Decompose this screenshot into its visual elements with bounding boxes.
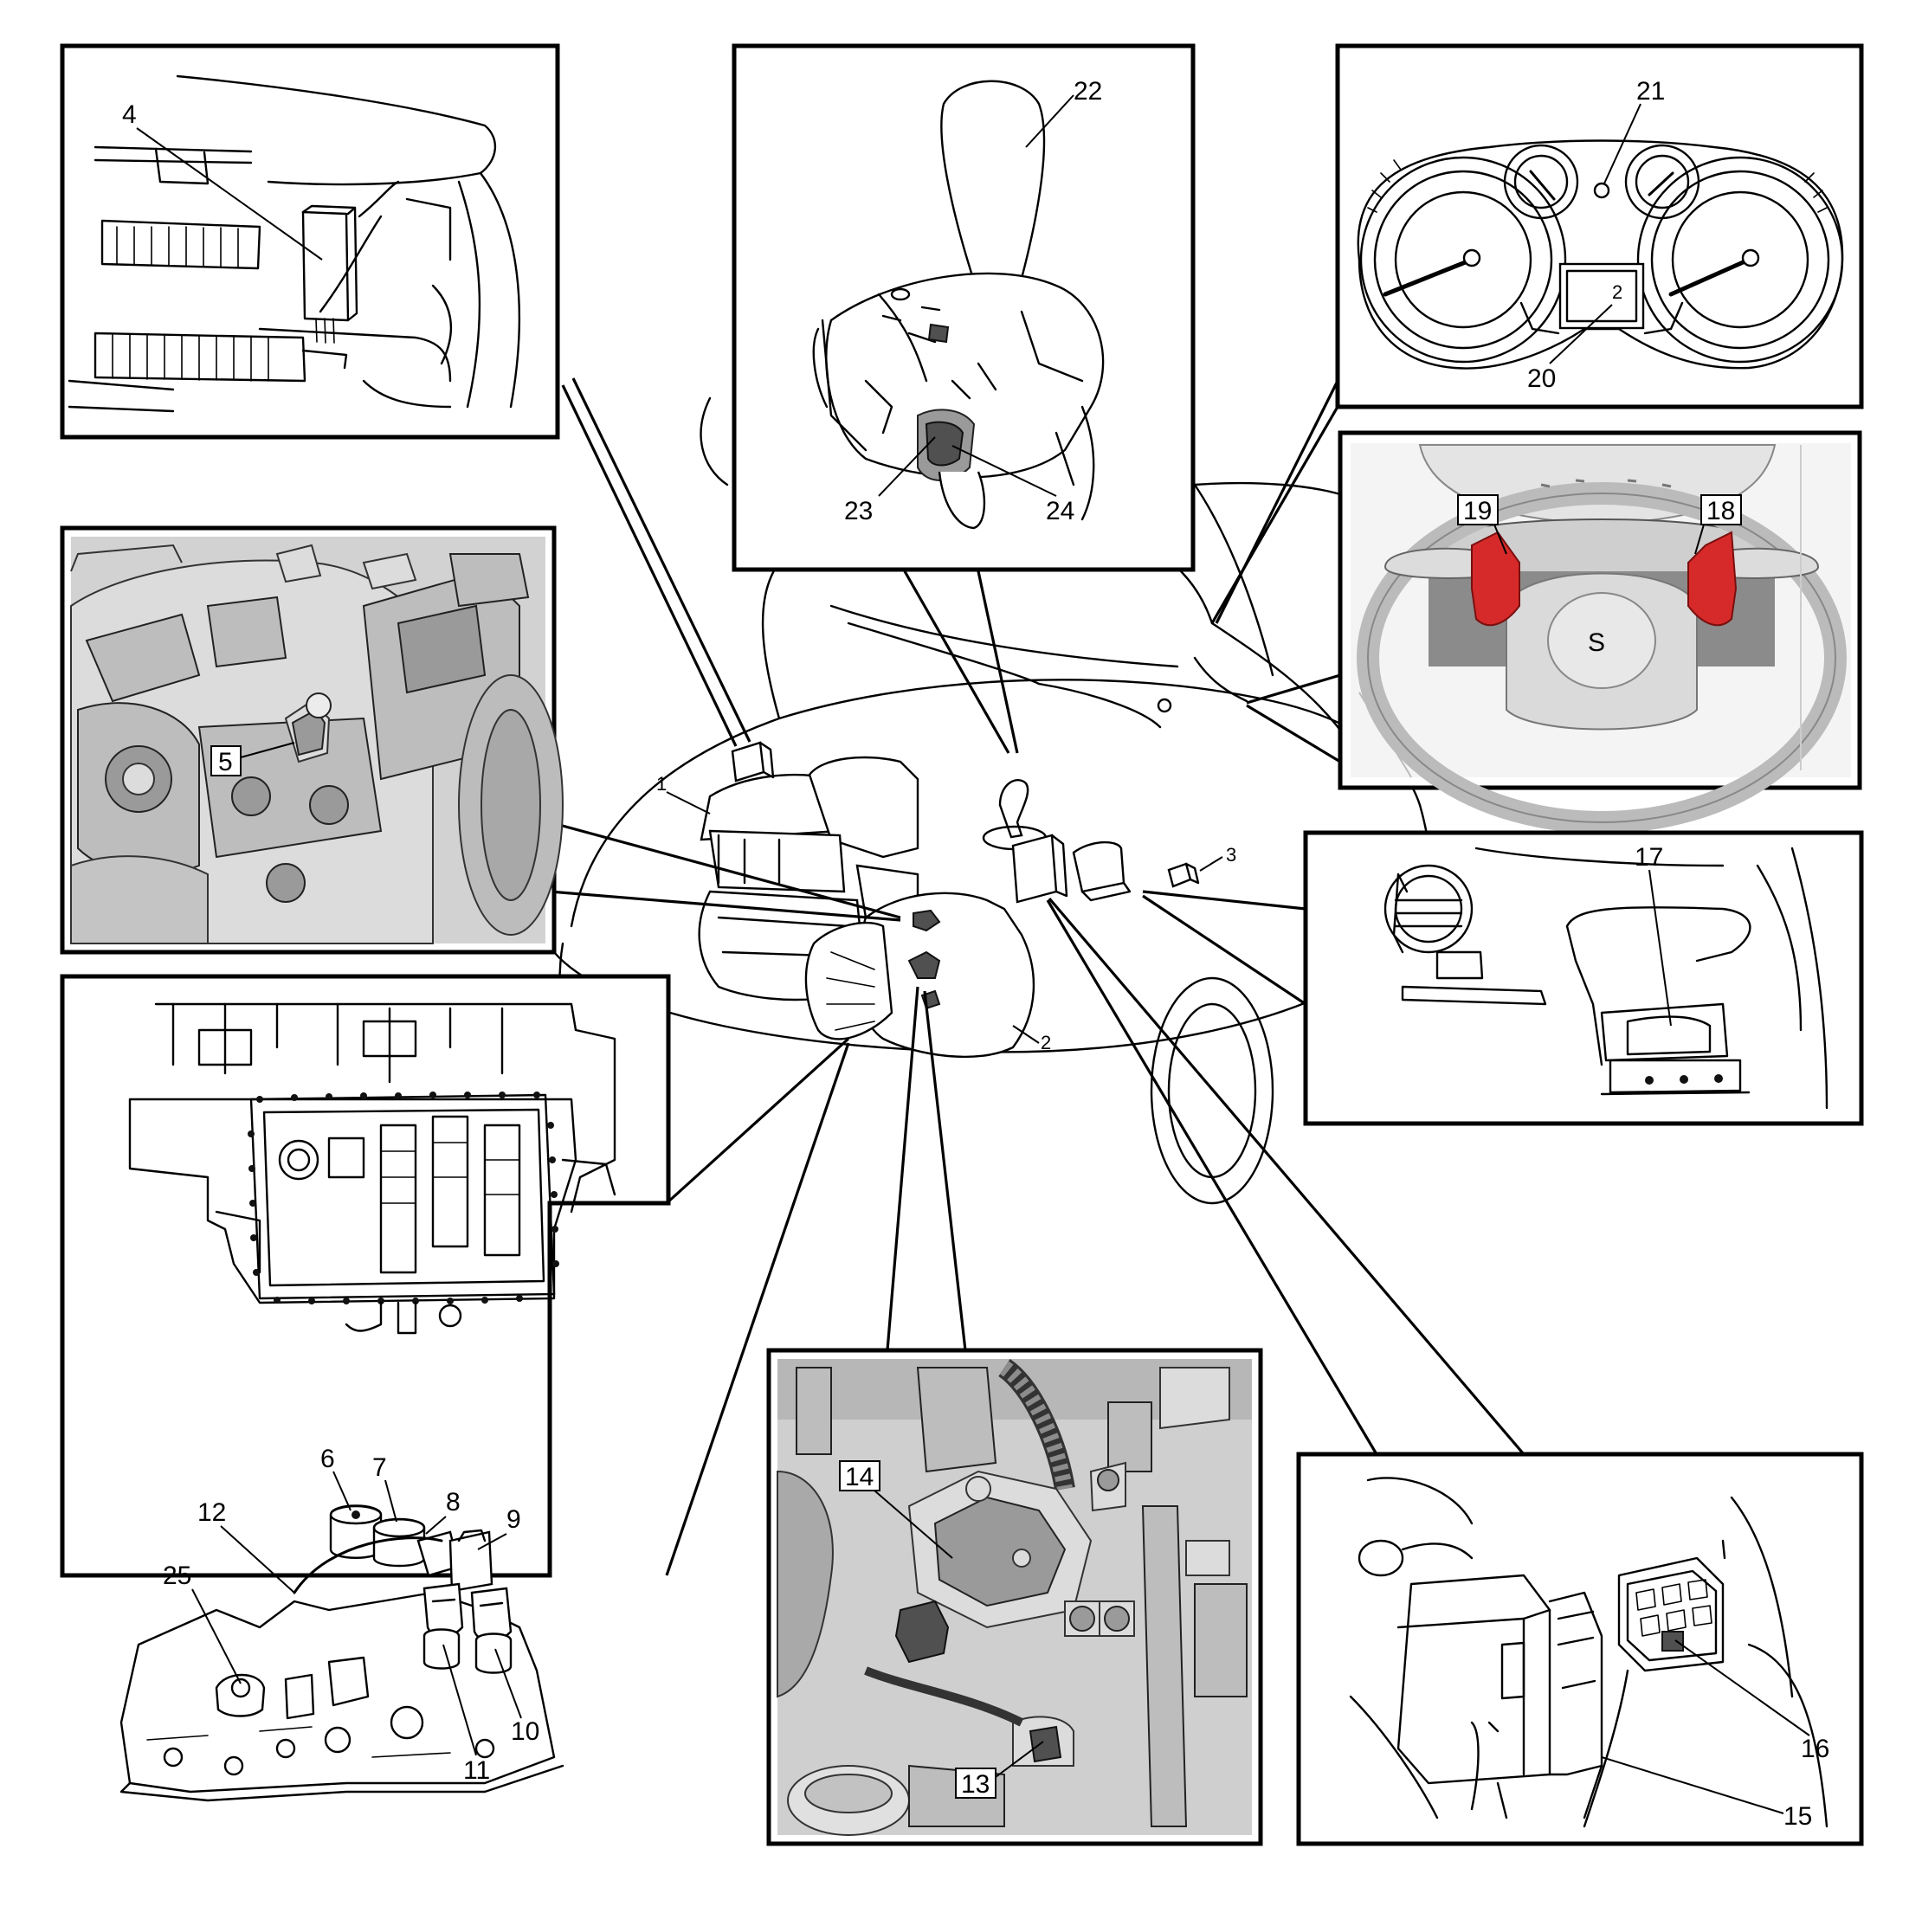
panel-tcm-location: 4 (60, 43, 560, 440)
gear-indicator-display: 2 (1612, 281, 1622, 303)
label-6: 6 (320, 1445, 335, 1473)
callout-lines (549, 377, 1525, 1576)
panel-paddle-shifters: S 19 18 (1338, 430, 1862, 834)
brand-badge-letter: S (1588, 628, 1605, 657)
label-17: 17 (1635, 843, 1663, 872)
label-15: 15 (1783, 1802, 1812, 1831)
label-4: 4 (122, 100, 137, 129)
label-2: 2 (1041, 1032, 1051, 1053)
vehicle-overview (552, 396, 1456, 1205)
label-1: 1 (656, 773, 667, 795)
gasket-bolts (248, 1092, 559, 1304)
label-20: 20 (1527, 364, 1556, 393)
panel-instrument-cluster: 2 21 20 (1335, 43, 1864, 409)
panel-valve-body: 6 7 8 9 12 25 10 11 (60, 974, 671, 1802)
label-3: 3 (1226, 844, 1236, 866)
panel-speed-sensor: 5 (60, 525, 564, 955)
engine-assembly (698, 756, 919, 1001)
transaxle-assembly (804, 892, 1035, 1059)
label-25: 25 (163, 1562, 191, 1590)
label-18: 18 (1706, 497, 1735, 525)
label-9: 9 (506, 1505, 521, 1534)
label-24: 24 (1046, 497, 1074, 525)
panel-range-sensor: 14 13 (766, 1348, 1263, 1846)
label-5: 5 (218, 748, 233, 776)
label-10: 10 (511, 1717, 539, 1746)
label-13: 13 (961, 1770, 990, 1799)
label-8: 8 (446, 1488, 461, 1517)
relay-box (1072, 840, 1132, 902)
label-19: 19 (1463, 497, 1492, 525)
label-14: 14 (845, 1463, 874, 1491)
label-7: 7 (372, 1453, 387, 1482)
panel-ecm-location: 17 (1303, 830, 1864, 1126)
sensor-box (1167, 862, 1200, 888)
label-21: 21 (1636, 77, 1665, 106)
tcm-icon (731, 741, 775, 782)
transmission-unit-box (1011, 834, 1068, 904)
panel-shift-lever: 22 23 24 (732, 43, 1196, 572)
label-12: 12 (197, 1498, 226, 1527)
label-23: 23 (844, 497, 873, 525)
label-22: 22 (1074, 77, 1102, 106)
label-11: 11 (463, 1756, 490, 1785)
label-16: 16 (1801, 1735, 1829, 1763)
panel-relay-box: 16 15 (1296, 1452, 1864, 1846)
